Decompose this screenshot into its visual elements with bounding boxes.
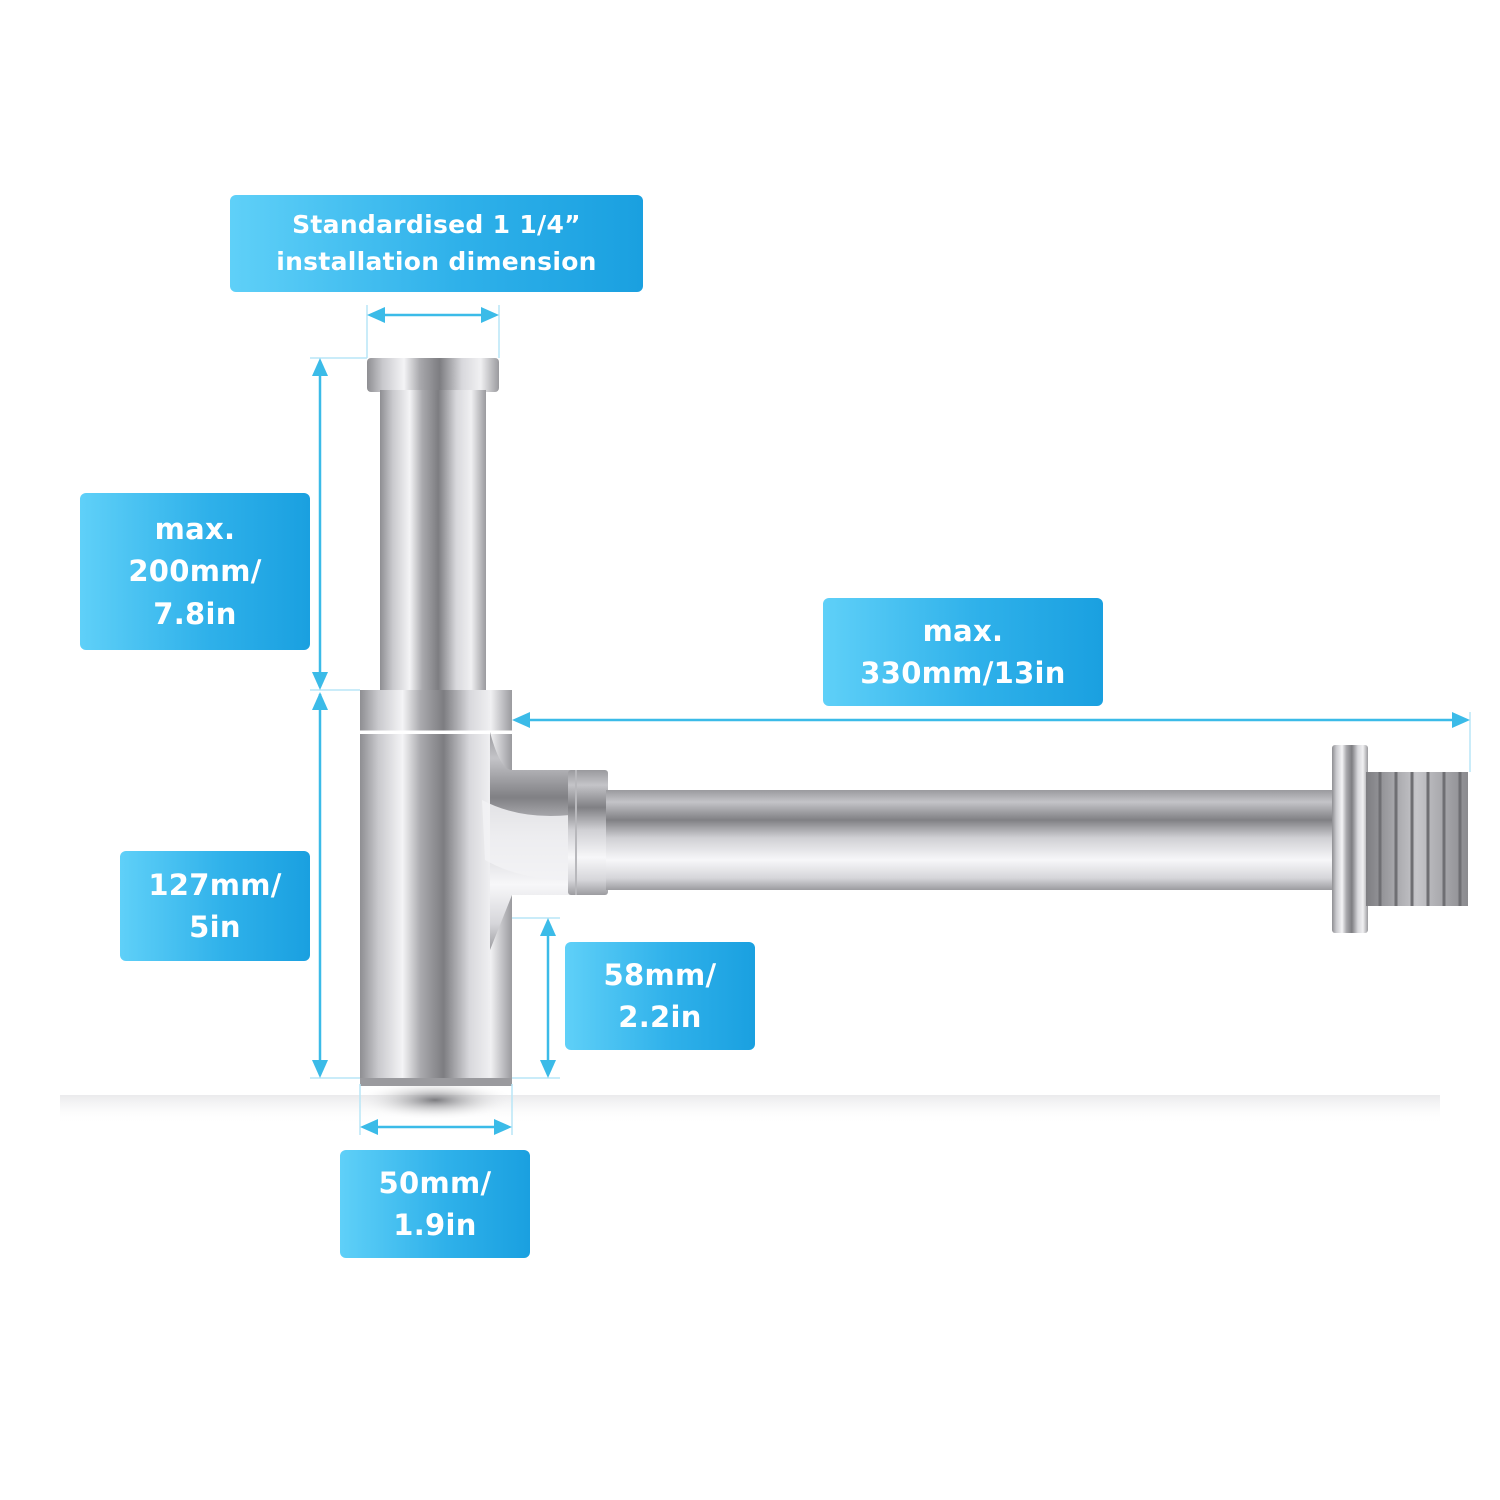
diameter-line1: 50mm/ [378,1165,492,1200]
length-max-line2: 330mm/13in [860,656,1066,690]
dimension-lines [310,305,1471,1135]
dimension-arrowheads [312,307,1470,1135]
length-max-line1: max. [922,613,1004,648]
installation-dimension-label: Standardised 1 1/4” installation dimensi… [230,195,643,292]
floor-shadow [60,1095,1440,1125]
diameter-line2: 1.9in [393,1208,477,1242]
installation-line2: installation dimension [276,246,597,276]
body-height-label: 127mm/ 5in [120,851,310,961]
height-max-line1: max. [154,512,236,547]
length-max-label: max. 330mm/13in [823,598,1103,706]
installation-line1: Standardised 1 1/4” [292,210,581,240]
body-height-line2: 5in [189,910,241,944]
base-shadow [355,1080,515,1120]
outlet-height-line1: 58mm/ [603,957,717,992]
height-max-line3: 7.8in [153,596,237,631]
body-height-line1: 127mm/ [148,867,282,902]
height-max-line2: 200mm/ [128,554,262,589]
outlet-height-label: 58mm/ 2.2in [565,942,755,1050]
bottle-trap-siphon-icon [360,358,1468,1086]
outlet-height-line2: 2.2in [618,1000,702,1034]
diameter-label: 50mm/ 1.9in [340,1150,530,1258]
height-max-label: max. 200mm/ 7.8in [80,493,310,650]
